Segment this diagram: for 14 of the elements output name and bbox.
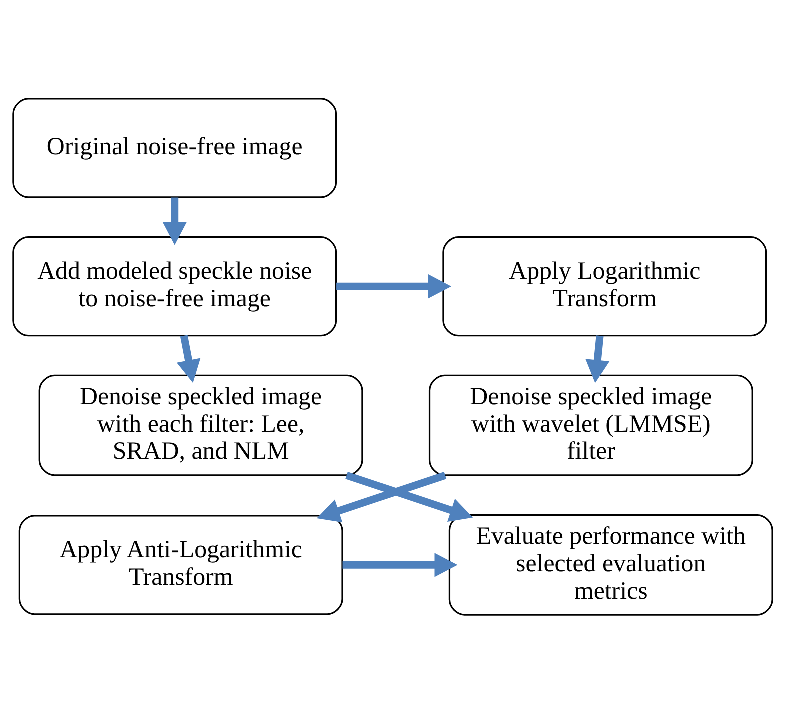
node-box: Add modeled speckle noise to noise-free image xyxy=(12,236,338,336)
arrow xyxy=(342,552,458,577)
arrow xyxy=(176,334,201,383)
node-box: Original noise-free image xyxy=(12,98,338,198)
arrow xyxy=(162,197,187,245)
arrow xyxy=(346,471,474,522)
arrow xyxy=(336,274,452,298)
arrow xyxy=(317,471,447,522)
node-box: Denoise speckled image with wavelet (LMMSE) filter xyxy=(428,374,754,476)
arrow xyxy=(586,335,610,383)
node-box: Denoise speckled image with each filter: Lee, SRAD, and NLM xyxy=(38,374,364,476)
node-box: Apply Logarithmic Transform xyxy=(442,236,768,336)
node-box: Evaluate performance with selected evaluation metrics xyxy=(448,514,774,616)
node-box: Apply Anti-Logarithmic Transform xyxy=(18,514,344,615)
